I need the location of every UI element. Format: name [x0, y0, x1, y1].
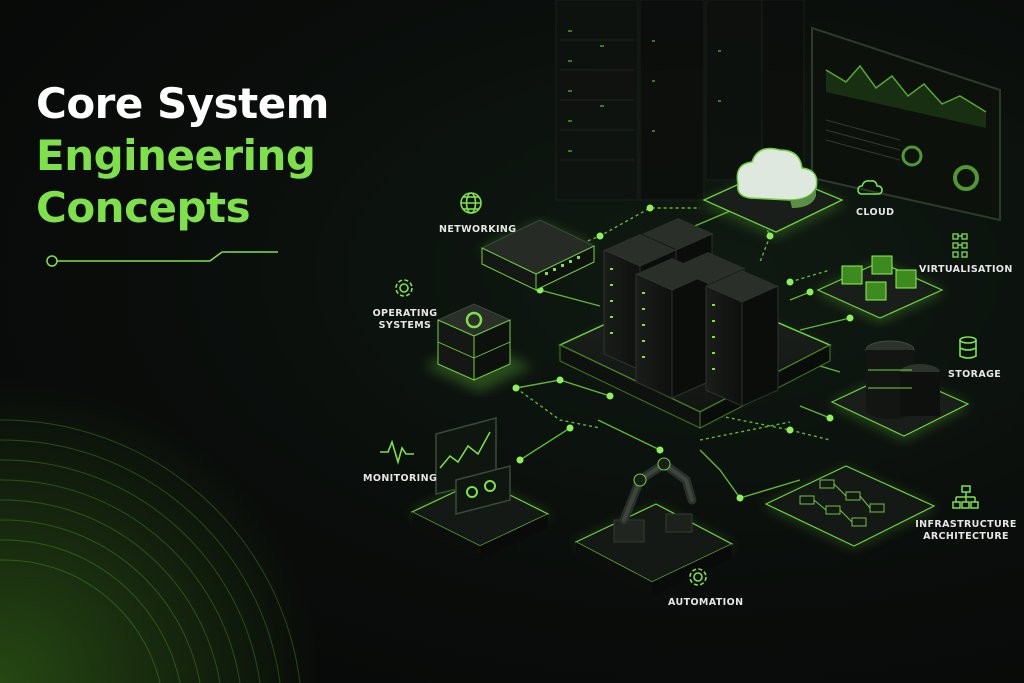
dashboard-monitor	[811, 26, 1001, 222]
label-infrastructure-line2: ARCHITECTURE	[923, 531, 1009, 542]
label-operating-systems-line2: SYSTEMS	[378, 320, 432, 331]
label-infrastructure-architecture: INFRASTRUCTURE ARCHITECTURE	[914, 519, 1018, 543]
infrastructure-architecture-board	[764, 465, 936, 548]
central-server-cluster	[558, 218, 832, 429]
label-automation: AUTOMATION	[668, 597, 744, 608]
page-title: Core System Engineering Concepts	[36, 78, 329, 234]
background-server-racks	[555, 0, 805, 201]
label-operating-systems: OPERATING SYSTEMS	[370, 308, 440, 332]
gear-icon	[395, 279, 413, 297]
label-operating-systems-line1: OPERATING	[372, 308, 438, 319]
connection-lines	[515, 205, 851, 499]
title-line-3: Concepts	[36, 183, 251, 232]
title-line-2: Engineering	[36, 131, 316, 180]
title-line-1: Core System	[36, 79, 329, 128]
networking-switch	[480, 219, 596, 291]
label-monitoring: MONITORING	[363, 473, 438, 484]
globe-icon	[460, 192, 482, 214]
monitoring-station	[410, 417, 550, 560]
label-infrastructure-line1: INFRASTRUCTURE	[915, 519, 1017, 530]
title-divider	[46, 251, 278, 267]
automation-robot-arm	[574, 457, 734, 596]
operating-systems-stack	[424, 303, 532, 392]
network-grid-icon	[952, 233, 968, 258]
hierarchy-icon	[952, 485, 979, 509]
pulse-icon	[380, 439, 414, 465]
label-cloud: CLOUD	[856, 207, 895, 218]
virtualisation-cluster	[816, 255, 944, 322]
label-networking: NETWORKING	[439, 224, 517, 235]
decorative-arcs	[0, 380, 320, 683]
cloud-node	[700, 147, 846, 238]
cloud-icon	[857, 180, 883, 195]
label-storage: STORAGE	[948, 369, 1002, 380]
database-icon	[959, 336, 977, 359]
gear-icon	[689, 568, 707, 586]
label-virtualisation: VIRTUALISATION	[919, 264, 1013, 275]
storage-node	[830, 340, 970, 440]
